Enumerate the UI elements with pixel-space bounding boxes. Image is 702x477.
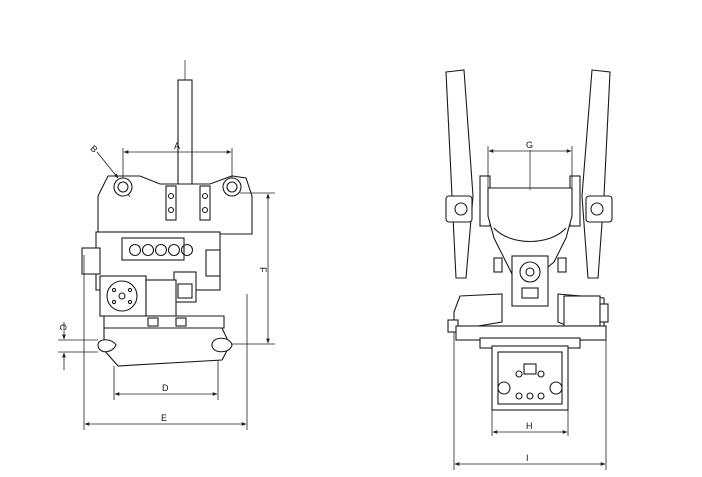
top-rod — [177, 79, 193, 193]
label-d: D — [162, 383, 169, 393]
dimension-c: C — [58, 322, 98, 370]
dimension-f: F — [232, 192, 275, 345]
dimension-i: I — [453, 326, 607, 470]
dimension-a: A — [122, 141, 233, 178]
label-i: I — [526, 453, 529, 463]
label-f: F — [258, 267, 268, 273]
dimension-b: B — [88, 143, 131, 198]
dimension-d: D — [113, 360, 219, 400]
left-arm — [445, 69, 474, 279]
label-e: E — [161, 413, 167, 423]
side-view — [81, 60, 253, 367]
right-pin — [222, 177, 242, 197]
port-row — [128, 243, 194, 257]
coupler-body — [491, 345, 569, 411]
label-a: A — [174, 141, 180, 151]
dimension-g: G — [487, 140, 573, 188]
right-arm — [581, 69, 611, 279]
dimension-e: E — [83, 255, 248, 430]
left-pin — [113, 177, 133, 197]
dimension-h: H — [491, 410, 569, 436]
label-h: H — [526, 421, 533, 431]
label-g: G — [526, 140, 533, 150]
label-b: B — [88, 143, 99, 154]
front-view — [445, 69, 613, 411]
center-joint — [519, 261, 541, 283]
quick-coupler — [103, 327, 231, 367]
label-c: C — [58, 324, 68, 331]
rotator-motor — [563, 295, 601, 327]
